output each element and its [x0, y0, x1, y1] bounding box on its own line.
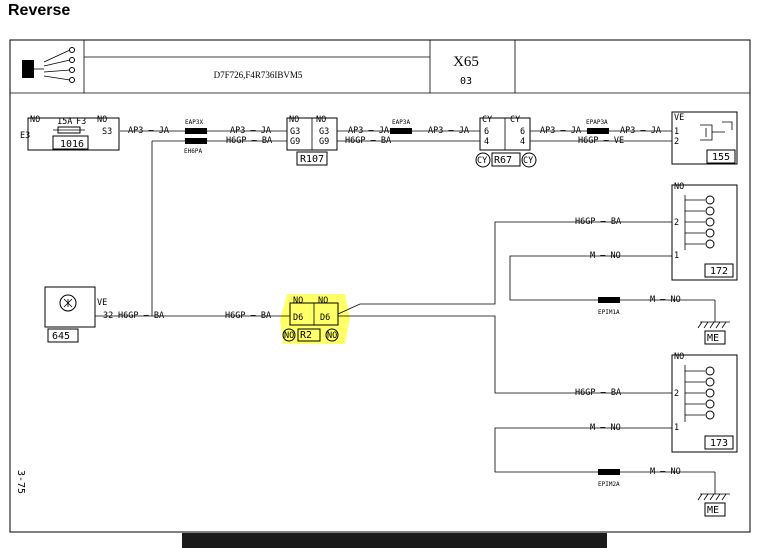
page-heading: Reverse: [8, 2, 71, 19]
side-ref: 3-75: [15, 470, 26, 494]
svg-text:AP3 — JA: AP3 — JA: [230, 126, 271, 136]
component-r2: NO NO D6 D6 NO R2 NO: [282, 296, 339, 342]
svg-text:E3: E3: [20, 131, 30, 141]
model-label: D7F726,F4R736IBVM5: [214, 70, 303, 80]
component-645: 645 VE 32: [44, 286, 113, 343]
svg-text:CY: CY: [510, 115, 520, 125]
diagram-frame: [9, 39, 751, 533]
svg-text:ME: ME: [707, 333, 719, 344]
svg-text:S3: S3: [102, 127, 112, 137]
svg-text:NO: NO: [674, 352, 684, 362]
svg-text:EAP3X: EAP3X: [185, 119, 203, 126]
svg-text:2: 2: [674, 218, 679, 228]
component-155: VE 1 2 155: [671, 111, 738, 165]
svg-text:1: 1: [674, 127, 679, 137]
svg-text:NO: NO: [293, 296, 303, 306]
svg-text:H6GP — BA: H6GP — BA: [345, 136, 391, 146]
svg-text:M — NO: M — NO: [590, 423, 621, 433]
svg-text:G3: G3: [319, 127, 329, 137]
svg-text:EPIM2A: EPIM2A: [598, 481, 620, 488]
svg-text:H6GP — BA: H6GP — BA: [226, 136, 272, 146]
svg-text:ME: ME: [707, 505, 719, 516]
page-label: 03: [460, 76, 472, 87]
svg-text:NO: NO: [316, 115, 326, 125]
svg-text:NO: NO: [284, 331, 294, 341]
svg-text:1: 1: [674, 423, 679, 433]
svg-text:G9: G9: [319, 137, 329, 147]
sheet-label: X65: [453, 54, 479, 70]
svg-text:H6GP — BA: H6GP — BA: [575, 388, 621, 398]
svg-text:AP3 — JA: AP3 — JA: [620, 126, 661, 136]
svg-text:CY: CY: [477, 156, 487, 166]
svg-text:4: 4: [520, 137, 525, 147]
svg-text:6: 6: [520, 127, 525, 137]
svg-text:M — NO: M — NO: [650, 295, 681, 305]
svg-text:F3: F3: [76, 117, 86, 127]
svg-text:D6: D6: [320, 313, 330, 323]
svg-text:H6GP — BA: H6GP — BA: [118, 311, 164, 321]
svg-text:AP3 — JA: AP3 — JA: [348, 126, 389, 136]
svg-text:AP3 — JA: AP3 — JA: [428, 126, 469, 136]
svg-text:D6: D6: [293, 313, 303, 323]
svg-text:CY: CY: [482, 115, 492, 125]
component-1016: NO E3 15A F3 NO S3 1016: [20, 115, 120, 151]
svg-text:15A: 15A: [57, 117, 72, 127]
svg-text:EH6PA: EH6PA: [184, 148, 202, 155]
svg-text:NO: NO: [327, 331, 337, 341]
svg-text:CY: CY: [523, 156, 533, 166]
svg-text:VE: VE: [97, 298, 107, 308]
svg-text:NO: NO: [318, 296, 328, 306]
svg-text:G3: G3: [290, 127, 300, 137]
svg-text:2: 2: [674, 389, 679, 399]
svg-text:NO: NO: [97, 115, 107, 125]
svg-text:G9: G9: [290, 137, 300, 147]
svg-text:2: 2: [674, 137, 679, 147]
svg-text:R2: R2: [300, 330, 312, 341]
svg-text:VE: VE: [674, 113, 684, 123]
component-r107: NO NO G3 G9 G3 G9 R107: [286, 115, 338, 166]
svg-text:645: 645: [52, 331, 70, 342]
svg-text:1016: 1016: [60, 139, 84, 150]
svg-text:R67: R67: [494, 155, 512, 166]
svg-text:H6GP — BA: H6GP — BA: [225, 311, 271, 321]
svg-text:H6GP — VE: H6GP — VE: [578, 136, 624, 146]
connector-icon: [22, 47, 75, 83]
svg-text:NO: NO: [30, 115, 40, 125]
bottom-bar: [182, 533, 607, 548]
svg-text:4: 4: [484, 137, 489, 147]
svg-text:173: 173: [710, 438, 728, 449]
component-173: NO 2 1 173: [671, 352, 738, 453]
svg-text:172: 172: [710, 266, 728, 277]
svg-text:AP3 — JA: AP3 — JA: [128, 126, 169, 136]
svg-text:EPAP3A: EPAP3A: [586, 119, 608, 126]
component-172: NO 2 1 172: [671, 182, 738, 281]
svg-text:155: 155: [712, 152, 730, 163]
svg-text:M — NO: M — NO: [650, 467, 681, 477]
svg-text:1: 1: [674, 251, 679, 261]
svg-text:H6GP — BA: H6GP — BA: [575, 217, 621, 227]
svg-text:NO: NO: [289, 115, 299, 125]
svg-text:AP3 — JA: AP3 — JA: [540, 126, 581, 136]
svg-text:M — NO: M — NO: [590, 251, 621, 261]
svg-text:NO: NO: [674, 182, 684, 192]
svg-text:R107: R107: [300, 154, 324, 165]
svg-text:EPIM1A: EPIM1A: [598, 309, 620, 316]
svg-text:6: 6: [484, 127, 489, 137]
svg-text:EAP3A: EAP3A: [392, 119, 410, 126]
component-r67: CY CY 6 4 6 4 CY R67 CY: [475, 115, 537, 168]
